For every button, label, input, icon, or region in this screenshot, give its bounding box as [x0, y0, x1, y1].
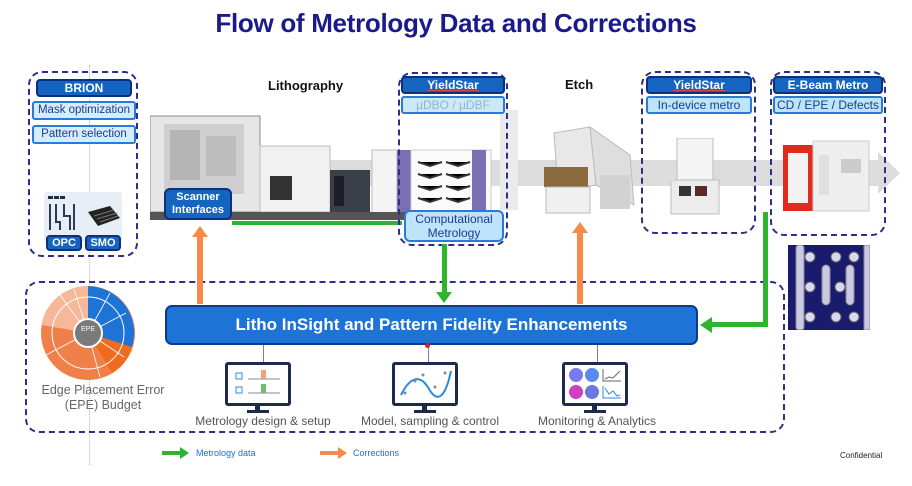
yieldstar-illustration — [665, 137, 720, 215]
brion-item-mask-optimization: Mask optimization — [32, 101, 136, 120]
epe-caption-line2: (EPE) Budget — [64, 398, 142, 412]
analytics-icon — [569, 368, 621, 399]
opc-smo-image — [44, 192, 122, 242]
scanner-interfaces-box: Scanner Interfaces — [164, 188, 232, 220]
smo-label: SMO — [85, 235, 121, 251]
epe-wheel-illustration — [41, 286, 135, 380]
yieldstar-tool-image — [500, 110, 518, 210]
pattern-illustration — [795, 244, 871, 331]
lithography-scanner-image — [149, 110, 500, 222]
yieldstar-device-box — [641, 71, 756, 234]
ebeam-header: E-Beam Metro — [773, 76, 883, 94]
arrowhead-up-icon — [572, 222, 588, 233]
yieldstar-litho-header: YieldStar — [401, 76, 505, 94]
monitor-base — [247, 410, 269, 413]
connector-line — [428, 345, 429, 363]
connector-line — [263, 345, 264, 363]
etch-illustration — [544, 125, 635, 214]
lithography-label: Lithography — [268, 78, 344, 93]
app-caption-metrology-design: Metrology design & setup — [195, 414, 331, 428]
etch-label: Etch — [565, 77, 594, 92]
monitor-stand — [592, 406, 597, 411]
yieldstar-litho-sub: µDBO / µDBF — [401, 96, 505, 114]
legend-metrology-data: Metrology data — [196, 448, 256, 458]
ebeam-pattern-image — [788, 244, 871, 331]
connector-dot — [425, 343, 430, 348]
opc-smo-illustration — [48, 196, 120, 230]
confidential-label: Confidential — [840, 451, 883, 460]
ebeam-sub: CD / EPE / Defects — [773, 96, 883, 114]
epe-caption-line1: Edge Placement Error — [41, 383, 165, 397]
scanner-illustration — [149, 115, 500, 220]
computational-metrology-box: Computational Metrology — [404, 210, 504, 242]
legend-metrology-arrow-icon — [162, 451, 182, 455]
ebeam-illustration — [783, 140, 870, 212]
monitor-base — [414, 410, 436, 413]
brion-header: BRION — [36, 79, 132, 97]
legend-corrections: Corrections — [353, 448, 400, 458]
model-sampling-monitor-icon — [392, 362, 458, 406]
brion-box — [28, 71, 138, 257]
monitor-stand — [255, 406, 260, 411]
connector-line — [597, 345, 598, 363]
app-caption-model-sampling: Model, sampling & control — [360, 414, 500, 428]
metrology-arrow-ebeam-vertical — [763, 212, 768, 326]
legend-arrowhead-icon — [338, 447, 347, 459]
legend-arrowhead-icon — [180, 447, 189, 459]
guide-line — [89, 65, 90, 465]
etch-tool-image — [540, 125, 640, 220]
process-flow-arrowhead — [878, 152, 900, 194]
ebeam-tool-image — [783, 135, 873, 217]
correction-arrow-scanner — [197, 236, 203, 304]
epe-budget-chart — [40, 285, 136, 381]
litho-insight-box — [25, 281, 785, 433]
curve-fit-icon — [400, 370, 452, 398]
page-title: Flow of Metrology Data and Corrections — [215, 8, 697, 38]
histogram-icon — [235, 370, 280, 394]
epe-center-label: EPE — [80, 326, 95, 333]
arrowhead-left-icon — [700, 317, 712, 333]
monitoring-monitor-icon — [562, 362, 628, 406]
yieldstar-device-header: YieldStar — [646, 76, 752, 94]
arrowhead-up-icon — [192, 226, 208, 237]
yieldstar-device-sub: In-device metro — [646, 96, 752, 114]
metrology-arrow-computational — [442, 244, 447, 294]
monitor-stand — [422, 406, 427, 411]
ebeam-box — [770, 71, 886, 236]
opc-label: OPC — [46, 235, 82, 251]
metrology-arrow-ebeam-horizontal — [712, 322, 768, 327]
legend-corrections-arrow-icon — [320, 451, 340, 455]
yieldstar-device-image — [665, 137, 725, 218]
litho-insight-bar: Litho InSight and Pattern Fidelity Enhan… — [165, 305, 698, 345]
arrowhead-down-icon — [436, 292, 452, 303]
app-caption-monitoring: Monitoring & Analytics — [537, 414, 657, 428]
yieldstar-litho-box — [398, 72, 508, 246]
monitor-base — [584, 410, 606, 413]
litho-metrology-link — [232, 221, 402, 225]
brion-item-pattern-selection: Pattern selection — [32, 125, 136, 144]
metrology-design-monitor-icon — [225, 362, 291, 406]
correction-arrow-etch — [577, 232, 583, 304]
